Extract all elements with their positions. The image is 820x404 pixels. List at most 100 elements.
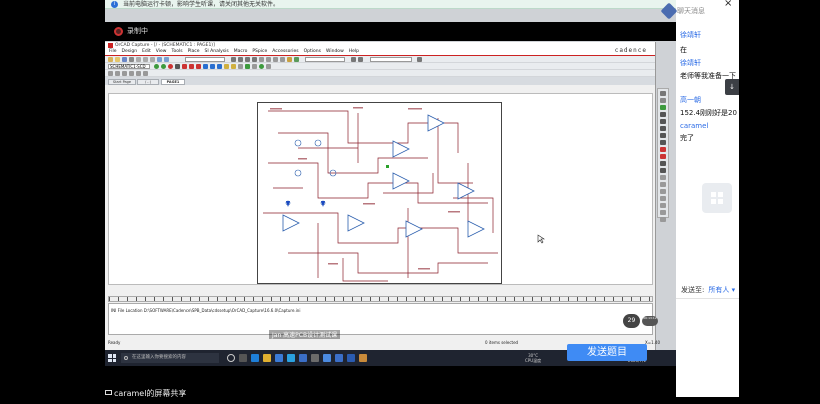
find-icon[interactable] bbox=[351, 57, 356, 62]
menu-item-edit[interactable]: Edit bbox=[142, 49, 151, 54]
search-combo[interactable] bbox=[305, 57, 345, 62]
zoom-all-icon[interactable] bbox=[252, 57, 257, 62]
bom-icon[interactable] bbox=[280, 57, 285, 62]
app-icon-1[interactable] bbox=[275, 354, 283, 362]
menu-item-design[interactable]: Design bbox=[121, 49, 138, 54]
bus-entry-tool-icon[interactable] bbox=[660, 140, 666, 145]
search-icon[interactable] bbox=[417, 57, 422, 62]
wire-tool-icon[interactable] bbox=[660, 112, 666, 117]
schematic-page[interactable] bbox=[257, 102, 502, 284]
netlist-icon[interactable] bbox=[273, 57, 278, 62]
app-icon-7[interactable] bbox=[347, 354, 355, 362]
zoom-in-icon[interactable] bbox=[231, 57, 236, 62]
undo-icon[interactable] bbox=[157, 57, 162, 62]
menu-item-help[interactable]: Help bbox=[348, 49, 360, 54]
bus-tool-icon[interactable] bbox=[660, 126, 666, 131]
select-tool-icon[interactable] bbox=[660, 98, 666, 103]
menu-item-place[interactable]: Place bbox=[187, 49, 200, 54]
menu-item-window[interactable]: Window bbox=[326, 49, 344, 54]
send-to-selector[interactable]: 发送至:所有人 ▾ bbox=[681, 285, 735, 295]
line-tool-icon[interactable] bbox=[660, 182, 666, 187]
paste-icon[interactable] bbox=[150, 57, 155, 62]
offpage-tool-icon[interactable] bbox=[660, 161, 666, 166]
probe-icon[interactable] bbox=[238, 64, 243, 69]
project-icon[interactable] bbox=[287, 57, 292, 62]
arc-tool-icon[interactable] bbox=[660, 210, 666, 215]
weather-widget[interactable]: 30°C CPU温度 bbox=[525, 353, 541, 363]
tab-page1[interactable]: PAGE1 bbox=[161, 79, 185, 85]
settings-icon[interactable] bbox=[252, 64, 257, 69]
rectangle-tool-icon[interactable] bbox=[660, 196, 666, 201]
select-icon[interactable] bbox=[108, 71, 113, 76]
marker-voltage-icon[interactable] bbox=[182, 64, 187, 69]
app-icon-6[interactable] bbox=[335, 354, 343, 362]
scroll-to-latest-icon[interactable]: ↓ bbox=[725, 79, 739, 95]
menu-item-options[interactable]: Options bbox=[303, 49, 321, 54]
print-icon[interactable] bbox=[129, 57, 134, 62]
grid-icon[interactable] bbox=[122, 71, 127, 76]
color-icon[interactable] bbox=[143, 71, 148, 76]
cut-icon[interactable] bbox=[136, 57, 141, 62]
marker-power-icon[interactable] bbox=[196, 64, 201, 69]
layers-icon[interactable] bbox=[136, 71, 141, 76]
send-to-target[interactable]: 所有人 ▾ bbox=[708, 286, 736, 294]
find-combo[interactable] bbox=[370, 57, 412, 62]
power-tool-icon[interactable] bbox=[660, 147, 666, 152]
menu-item-si-analysis[interactable]: SI Analysis bbox=[204, 49, 229, 54]
view-icon[interactable] bbox=[175, 64, 180, 69]
timer-badge[interactable]: 29 bbox=[623, 314, 640, 328]
chat-sender[interactable]: 徐靖轩 bbox=[680, 31, 701, 39]
redo-icon[interactable] bbox=[164, 57, 169, 62]
tab-start-page[interactable]: Start Page bbox=[108, 79, 136, 85]
recording-indicator[interactable]: 录制中 bbox=[114, 25, 148, 38]
new-icon[interactable] bbox=[108, 57, 113, 62]
app-icon-4[interactable] bbox=[311, 354, 319, 362]
edge-icon[interactable] bbox=[251, 354, 259, 362]
ground-tool-icon[interactable] bbox=[660, 154, 666, 159]
tab-design[interactable]: / - ( bbox=[137, 79, 159, 85]
windows-start-icon[interactable] bbox=[108, 354, 116, 362]
annotate-icon[interactable] bbox=[259, 57, 264, 62]
close-icon[interactable]: × bbox=[724, 0, 733, 9]
app-icon-2[interactable] bbox=[287, 354, 295, 362]
menu-item-macro[interactable]: Macro bbox=[233, 49, 248, 54]
zoom-area-icon[interactable] bbox=[245, 57, 250, 62]
part-combo[interactable] bbox=[185, 57, 225, 62]
run-icon[interactable] bbox=[154, 64, 159, 69]
polyline-tool-icon[interactable] bbox=[660, 189, 666, 194]
send-question-button[interactable]: 发送题目 bbox=[567, 344, 647, 361]
task-view-icon[interactable] bbox=[227, 354, 235, 362]
chat-sender[interactable]: 高一朝 bbox=[680, 96, 701, 104]
drc-icon[interactable] bbox=[266, 57, 271, 62]
open-icon[interactable] bbox=[115, 57, 120, 62]
orcad-taskbar-icon[interactable] bbox=[359, 354, 367, 362]
bias-current-icon[interactable] bbox=[210, 64, 215, 69]
chat-sender[interactable]: caramel bbox=[680, 122, 709, 130]
menu-item-file[interactable]: File bbox=[109, 49, 117, 54]
port-tool-icon[interactable] bbox=[660, 168, 666, 173]
ellipse-tool-icon[interactable] bbox=[660, 203, 666, 208]
copy-icon[interactable] bbox=[143, 57, 148, 62]
apps-grid-icon[interactable] bbox=[702, 183, 732, 213]
analysis-icon[interactable] bbox=[245, 64, 250, 69]
new-simulation-icon[interactable] bbox=[224, 64, 229, 69]
part-tool-icon[interactable] bbox=[660, 105, 666, 110]
pan-icon[interactable] bbox=[115, 71, 120, 76]
schematic-canvas[interactable] bbox=[108, 93, 653, 285]
bias-voltage-icon[interactable] bbox=[203, 64, 208, 69]
zoom-out-icon[interactable] bbox=[238, 57, 243, 62]
bias-power-icon[interactable] bbox=[217, 64, 222, 69]
run-resume-icon[interactable] bbox=[161, 64, 166, 69]
taskbar-search[interactable]: 在这里输入你要搜索的内容 bbox=[121, 353, 219, 363]
stop-icon[interactable] bbox=[168, 64, 173, 69]
text-tool-icon[interactable] bbox=[660, 217, 666, 222]
snap-icon[interactable] bbox=[129, 71, 134, 76]
save-icon[interactable] bbox=[122, 57, 127, 62]
menu-item-view[interactable]: View bbox=[155, 49, 167, 54]
marker-current-icon[interactable] bbox=[189, 64, 194, 69]
junction-tool-icon[interactable] bbox=[660, 133, 666, 138]
schematic-combo[interactable]: SCHEMATIC1-SCD bbox=[108, 64, 150, 69]
properties-icon[interactable] bbox=[358, 57, 363, 62]
explorer-icon[interactable] bbox=[263, 354, 271, 362]
chat-sender[interactable]: 徐靖轩 bbox=[680, 59, 701, 67]
